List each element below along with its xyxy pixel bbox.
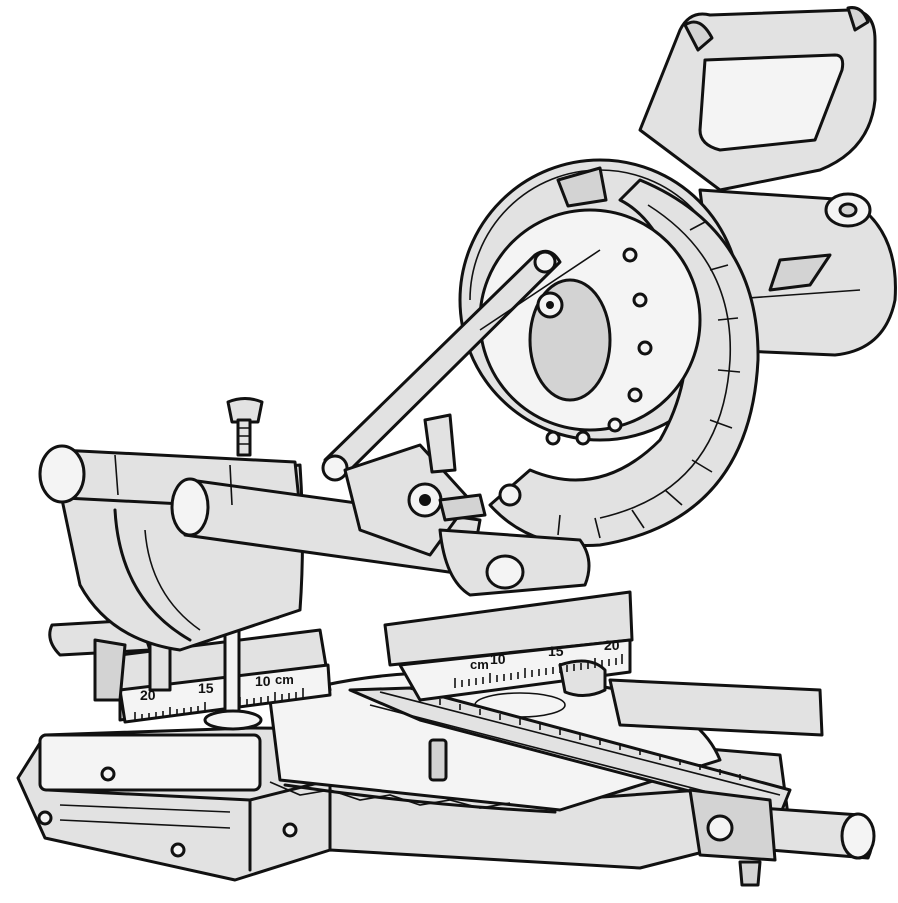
fence-left-number: 15 (198, 680, 214, 696)
fence-right-unit: cm (470, 657, 489, 672)
fence-right: cm 10 15 20 (383, 590, 824, 737)
mounting-hole-icon (282, 822, 298, 838)
mounting-hole-icon (100, 766, 116, 782)
rail-lock-knob[interactable] (226, 397, 264, 457)
guard-linkage-arm (321, 249, 601, 482)
mounting-hole-icon (37, 810, 53, 826)
fence-left-number: 10 (255, 673, 271, 689)
slide-carriage (438, 483, 591, 597)
pivot-bracket (343, 413, 472, 557)
fence-right-number: 15 (548, 643, 564, 659)
saw-handle[interactable] (638, 6, 877, 192)
fence-right-number: 20 (604, 637, 620, 653)
fence-right-ruler-ticks (454, 654, 623, 688)
fence-right-number: 10 (490, 651, 506, 667)
slide-rails (38, 444, 482, 577)
fence-left-unit: cm (275, 672, 294, 687)
miter-lock-handle[interactable] (688, 788, 876, 887)
mounting-hole-icon (170, 842, 186, 858)
